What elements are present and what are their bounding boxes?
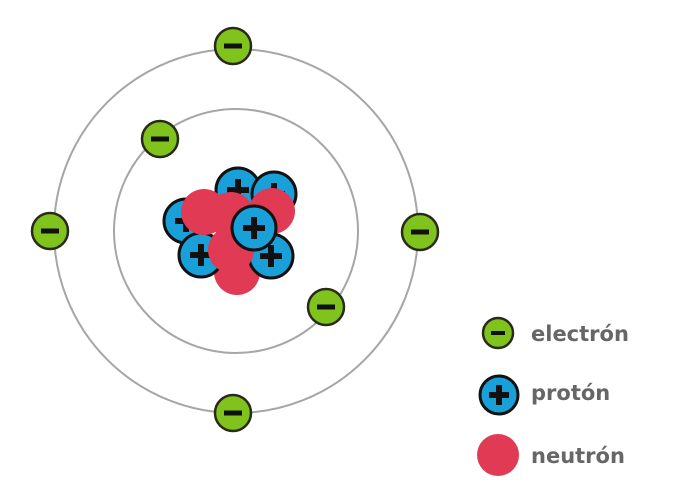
electron: [400, 212, 440, 252]
proton: [230, 204, 278, 252]
electron: [213, 393, 253, 433]
electron: [30, 211, 70, 251]
electron: [140, 119, 180, 159]
legend-electron-icon: [481, 316, 515, 350]
legend-electron-label: electrón: [531, 322, 629, 346]
electron: [213, 26, 253, 66]
legend-neutron-label: neutrón: [531, 444, 625, 468]
inner-orbit: [113, 108, 359, 354]
electron: [306, 287, 346, 327]
nucleus: [162, 166, 298, 295]
legend-proton-icon: [478, 374, 520, 416]
legend-proton-label: protón: [531, 381, 610, 405]
legend-neutron-icon: [477, 434, 519, 476]
legend: electrón protón neutrón: [477, 316, 629, 476]
